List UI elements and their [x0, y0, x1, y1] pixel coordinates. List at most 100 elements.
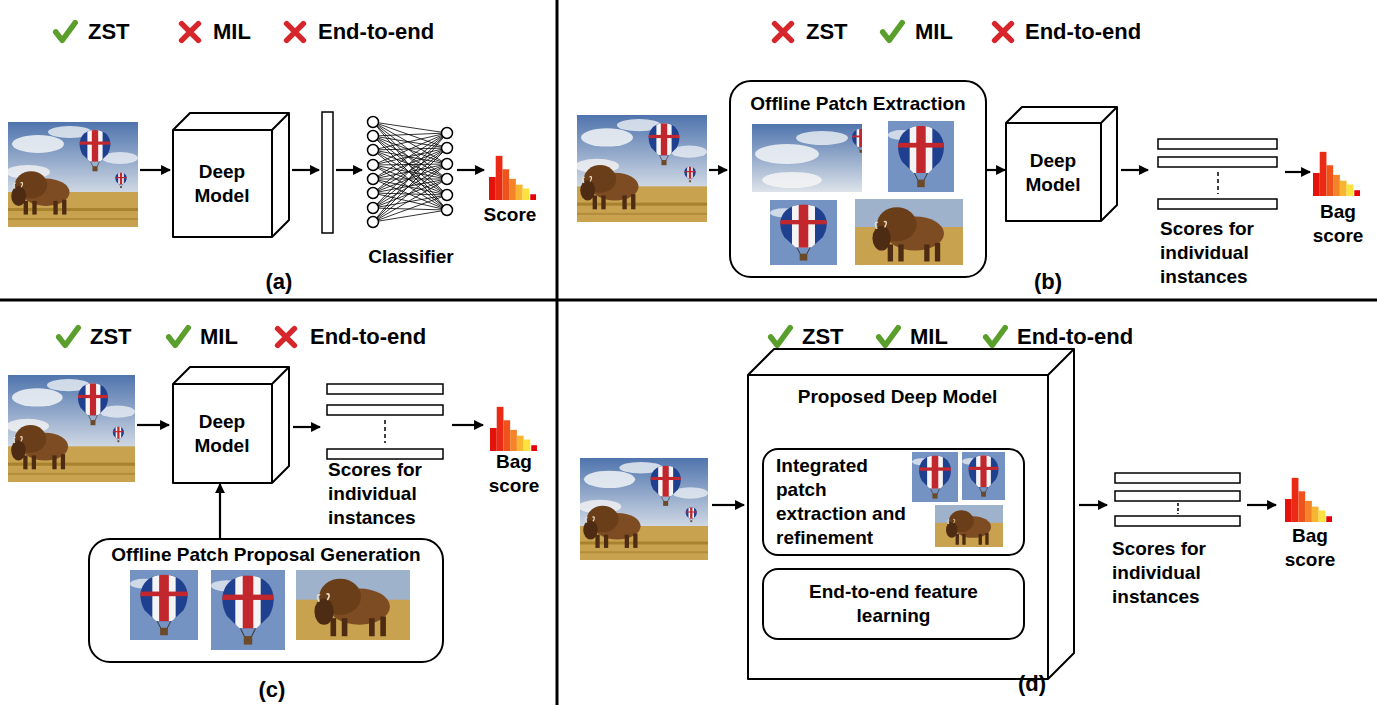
cube-box: Proposed Deep ModelIntegrated patch extr…: [747, 348, 1075, 680]
classifier-network: [368, 117, 453, 228]
check-icon: [771, 328, 791, 346]
annotation-text: Scores for individual instances: [328, 458, 432, 530]
annotation-text: Bag score: [482, 450, 546, 498]
connector: [219, 484, 221, 538]
cube-box: Deep Model: [172, 112, 290, 238]
score-histogram: [1285, 478, 1332, 522]
cross-icon: [995, 24, 1012, 41]
patch-image: [770, 200, 837, 265]
cube-edges: [173, 113, 289, 237]
patch-image: [130, 570, 198, 640]
flow-arrow: [140, 169, 170, 171]
neuron: [442, 205, 453, 216]
node-text: Deep Model: [177, 160, 267, 208]
status-icons: [56, 23, 1012, 346]
rounded-box: End-to-end feature learning: [762, 568, 1025, 640]
panel-label: (c): [242, 677, 302, 703]
flow-arrow: [292, 169, 319, 171]
rounded-box: Offline Patch Extraction: [729, 80, 987, 278]
flow-arrow: [336, 169, 362, 171]
panel-label: ZST: [90, 324, 132, 350]
panel-label: End-to-end: [1025, 19, 1141, 45]
cube-edges: [748, 349, 1074, 679]
network-links: [373, 122, 447, 222]
annotation-text: Scores for individual instances: [1160, 217, 1264, 289]
feature-vector: [322, 112, 333, 233]
box-face: Offline Patch Extraction: [731, 82, 985, 276]
cross-icon: [278, 329, 295, 346]
node-text: Integrated patch extraction and refineme…: [776, 454, 914, 550]
score-bar: [1158, 157, 1277, 167]
neuron: [368, 117, 379, 128]
neuron: [442, 128, 453, 139]
panel-label: (b): [1018, 269, 1078, 295]
cross-icon: [775, 24, 792, 41]
flow-arrow: [1285, 171, 1310, 173]
input-photo: [6, 122, 138, 227]
score-bar: [327, 384, 443, 394]
neuron: [368, 188, 379, 199]
flow-arrow: [1079, 504, 1107, 506]
node-text: Deep Model: [1010, 149, 1096, 197]
neuron: [368, 145, 379, 156]
neuron: [442, 190, 453, 201]
patch-image: [752, 124, 872, 192]
patch-image: [912, 452, 958, 502]
annotation-text: Scores for individual instances: [1112, 537, 1216, 609]
network-neurons: [368, 117, 453, 228]
neuron: [368, 160, 379, 171]
box-face: Integrated patch extraction and refineme…: [764, 450, 1023, 554]
check-icon: [59, 328, 79, 346]
neuron: [368, 131, 379, 142]
flow-arrow: [1247, 504, 1276, 506]
patch-image: [855, 199, 963, 265]
check-icon: [986, 328, 1006, 346]
panel-label: ZST: [806, 19, 848, 45]
score-bar: [327, 405, 443, 415]
patch-image: [296, 570, 410, 640]
annotation-text: Bag score: [1278, 524, 1342, 572]
score-bar: [327, 449, 443, 459]
flow-arrow: [712, 504, 744, 506]
score-bar: [1158, 199, 1277, 209]
cross-icon: [287, 24, 304, 41]
ellipsis-line: [1217, 172, 1219, 194]
flow-arrow: [452, 424, 483, 426]
panel-label: End-to-end: [1017, 324, 1133, 350]
annotation-text: Score: [460, 203, 560, 227]
node-text: Offline Patch Extraction: [750, 92, 965, 116]
flow-arrow: [457, 169, 484, 171]
panel-label: ZST: [88, 19, 130, 45]
neuron: [368, 174, 379, 185]
panel-label: (d): [1002, 671, 1062, 697]
flow-arrows: [137, 170, 1310, 505]
panel-label: MIL: [915, 19, 953, 45]
flow-arrow: [293, 426, 320, 428]
neuron: [442, 174, 453, 185]
cube-edges: [1006, 107, 1117, 221]
divider: [0, 299, 1377, 302]
patch-image: [211, 570, 285, 650]
patch-image: [935, 505, 1003, 547]
check-icon: [169, 328, 189, 346]
node-text: End-to-end feature learning: [789, 580, 999, 628]
check-icon: [56, 23, 76, 41]
rounded-box: Offline Patch Proposal Generation: [88, 538, 444, 663]
patches: [130, 121, 1005, 650]
box-face: Deep Model: [172, 130, 272, 238]
input-photo: [6, 375, 135, 482]
neuron: [442, 159, 453, 170]
panel-label: MIL: [213, 19, 251, 45]
node-text: Deep Model: [177, 410, 267, 458]
box-face: Deep Model: [1005, 123, 1101, 222]
check-icon: [883, 23, 903, 41]
box-face: Deep Model: [172, 384, 272, 484]
divider: [556, 0, 559, 705]
box-face: Offline Patch Proposal Generation: [90, 540, 442, 661]
score-histogram: [1313, 152, 1360, 196]
box-face: End-to-end feature learning: [764, 570, 1023, 638]
score-bar: [1158, 139, 1277, 149]
connector: [987, 169, 1005, 171]
flow-arrow: [1121, 169, 1148, 171]
